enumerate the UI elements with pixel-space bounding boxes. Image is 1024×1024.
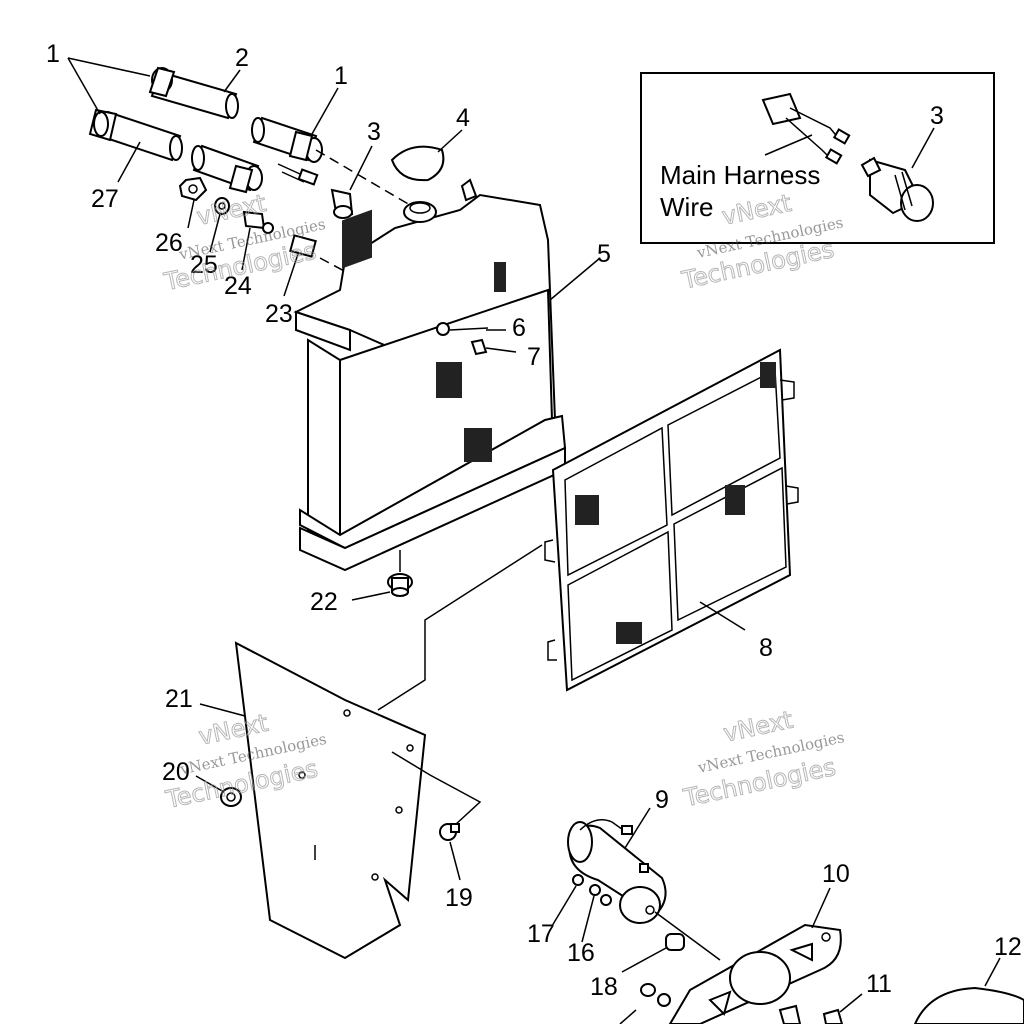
callout-4: 4 <box>456 104 470 132</box>
harness-connector-1 <box>832 128 851 145</box>
callout-16: 16 <box>567 939 595 967</box>
callout-10: 10 <box>822 860 850 888</box>
wire-connector <box>277 163 319 186</box>
hose-lower <box>191 144 263 194</box>
callout-1b: 1 <box>334 62 348 90</box>
inset-label-line1: Main Harness <box>660 160 820 190</box>
callout-2: 2 <box>235 44 249 72</box>
radiator <box>293 178 567 572</box>
hose-middle <box>251 116 323 163</box>
callout-11: 11 <box>866 970 892 998</box>
callout-20: 20 <box>162 758 190 786</box>
callout-7: 7 <box>527 343 541 371</box>
callout-18: 18 <box>590 973 618 1001</box>
callout-9: 9 <box>655 786 669 814</box>
hose-27 <box>88 108 183 162</box>
side-panel <box>234 641 427 960</box>
callout-23: 23 <box>265 300 293 328</box>
spacer-18 <box>665 933 685 951</box>
callout-22: 22 <box>310 588 338 616</box>
harness-wire-sleeve <box>761 92 802 126</box>
sensor-24 <box>242 210 274 234</box>
callout-24: 24 <box>224 272 252 300</box>
washer-25 <box>214 197 230 215</box>
callout-1a: 1 <box>46 40 60 68</box>
grommet-22 <box>387 550 413 597</box>
callout-3: 3 <box>367 118 381 146</box>
callout-21: 21 <box>165 685 193 713</box>
inset-box: 3 Main Harness Wire <box>640 72 995 244</box>
radiator-screen <box>544 348 799 692</box>
callout-25: 25 <box>190 251 218 279</box>
hose-2 <box>148 66 239 120</box>
fitting-26 <box>178 176 208 202</box>
fan-blade <box>913 986 1024 1024</box>
fastener-19 <box>439 823 460 841</box>
callout-5: 5 <box>597 240 611 268</box>
callout-19: 19 <box>445 884 473 912</box>
harness-connector-2 <box>824 148 843 165</box>
radiator-cap <box>390 145 445 182</box>
bolt-11 <box>778 1004 844 1024</box>
washer-20 <box>220 787 242 807</box>
bushing-23 <box>289 234 317 258</box>
fan-motor <box>567 819 667 924</box>
inset-callout-3: 3 <box>930 102 944 130</box>
callout-6: 6 <box>512 314 526 342</box>
callout-8: 8 <box>759 634 773 662</box>
callout-12: 12 <box>994 933 1022 961</box>
callout-17: 17 <box>527 920 555 948</box>
callout-27: 27 <box>91 185 119 213</box>
temperature-switch-inset <box>860 156 934 222</box>
watermark-mid-right: vNext vNext Technologies Technologies <box>680 705 846 813</box>
inset-label-line2: Wire <box>660 192 713 222</box>
svg-text:vNext: vNext <box>719 189 793 231</box>
callout-26: 26 <box>155 229 183 257</box>
temperature-switch <box>330 188 354 219</box>
motor-bracket <box>668 923 842 1024</box>
